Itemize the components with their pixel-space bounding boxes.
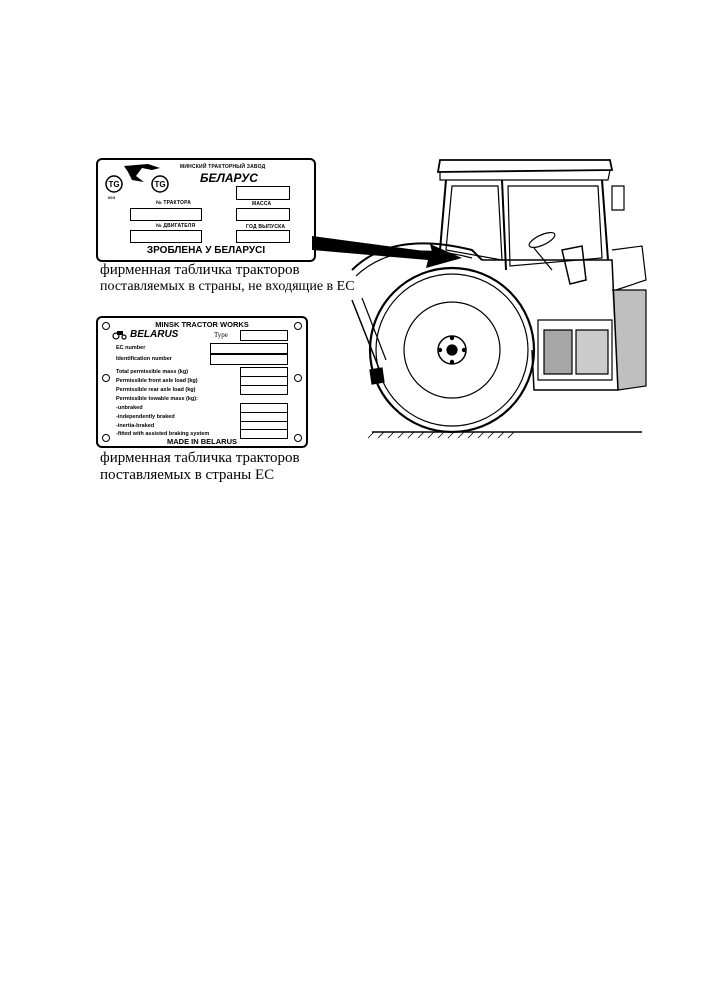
certification-mark-icon: TG: [151, 175, 169, 193]
tractor-no-field: [130, 208, 202, 221]
ec-number-field: [210, 343, 288, 354]
mass-field: [236, 208, 290, 221]
rear-axle-field: [240, 385, 288, 395]
pointer-arrow-icon: [312, 236, 462, 268]
assisted-braking-label: -fitted with assisted braking system: [116, 431, 210, 437]
nameplate-cis: TG 003 TG МИНСКИЙ ТРАКТОРНЫЙ ЗАВОД БЕЛАР…: [96, 158, 316, 262]
total-mass-label: Total permissible mass (kg): [116, 369, 189, 375]
engine-no-label: № ДВИГАТЕЛЯ: [156, 223, 196, 229]
plate-brand: BELARUS: [130, 329, 179, 340]
svg-text:TG: TG: [154, 180, 165, 189]
caption-line: поставляемых в страны, не входящие в ЕС: [100, 279, 355, 294]
independently-braked-label: -independently braked: [116, 414, 175, 420]
plate-maker: МИНСКИЙ ТРАКТОРНЫЙ ЗАВОД: [180, 164, 266, 170]
rivet-hole: [102, 322, 110, 330]
svg-text:TG: TG: [108, 180, 119, 189]
plate-brand: БЕЛАРУС: [200, 171, 258, 185]
caption-line: поставляемых в страны ЕС: [100, 467, 275, 483]
plate-footer: MADE IN BELARUS: [166, 437, 237, 446]
rivet-hole: [102, 374, 110, 382]
engine-no-field: [130, 230, 202, 243]
type-label: Type: [214, 331, 228, 339]
assisted-braking-field: [240, 429, 288, 439]
blank-field: [236, 186, 290, 200]
towable-mass-label: Permissible towable mass (kg):: [116, 396, 198, 402]
identification-field: [210, 354, 288, 365]
certification-mark-icon: TG: [105, 175, 123, 193]
plate-maker: MINSK TRACTOR WORKS: [155, 320, 249, 329]
tractor-no-label: № ТРАКТОРА: [156, 200, 192, 206]
caption-line: фирменная табличка тракторов: [100, 262, 300, 278]
year-field: [236, 230, 290, 243]
tractor-logo-icon: [112, 331, 127, 340]
inertia-braked-label: -inertia-braked: [116, 423, 155, 429]
rivet-hole: [294, 322, 302, 330]
rear-axle-label: Permissible rear axle load (kg): [116, 387, 196, 393]
identification-label: Identification number: [116, 356, 172, 362]
front-axle-label: Permissible front axle load (kg): [116, 378, 198, 384]
tractor-illustration: [312, 159, 647, 439]
type-field: [240, 330, 288, 341]
rivet-hole: [102, 434, 110, 442]
unbraked-label: -unbraked: [116, 405, 143, 411]
mass-label: МАССА: [252, 201, 272, 207]
rivet-hole: [294, 434, 302, 442]
year-label: ГОД ВЫПУСКА: [246, 224, 286, 230]
caption-line: фирменная табличка тракторов: [100, 450, 300, 466]
nameplate-eu: MINSK TRACTOR WORKS BELARUS Type EC numb…: [96, 316, 308, 448]
plate-footer: ЗРОБЛЕНА У БЕЛАРУСI: [146, 245, 266, 256]
ec-number-label: EC number: [116, 345, 146, 351]
belarus-logo-icon: [124, 164, 160, 182]
cert-code: 003: [108, 195, 116, 200]
rivet-hole: [294, 374, 302, 382]
